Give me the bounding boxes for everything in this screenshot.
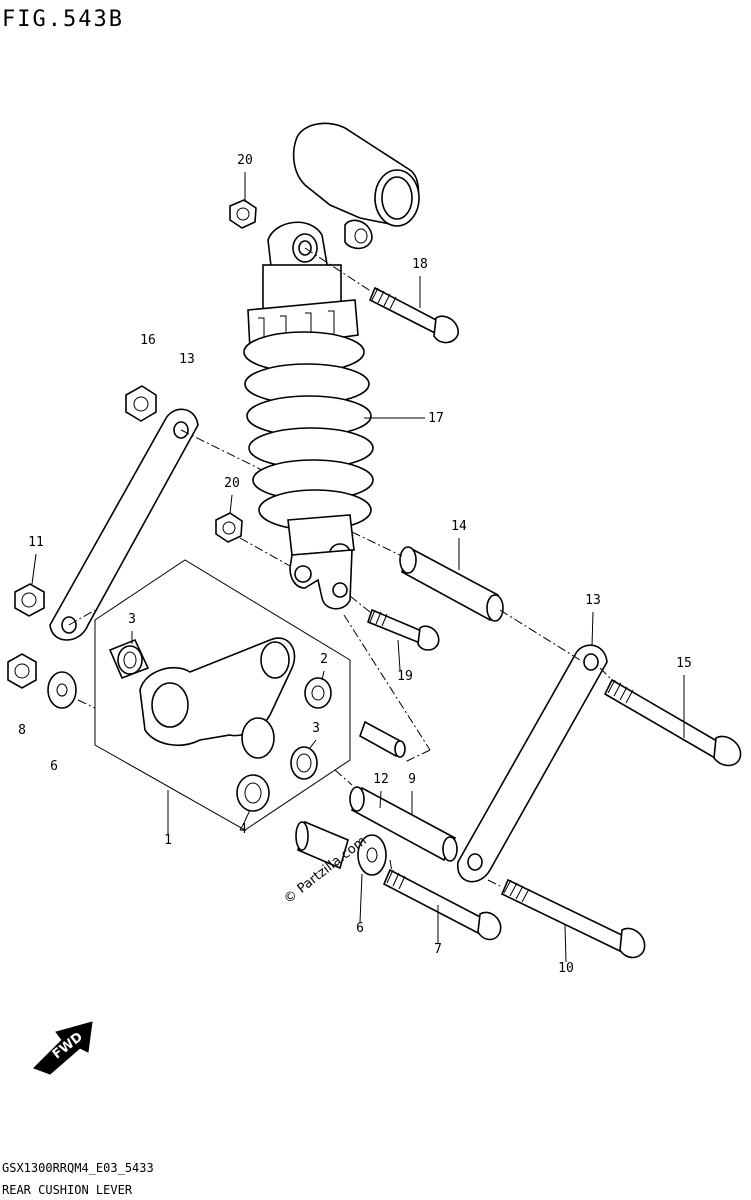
alignment-lines: [68, 247, 613, 887]
callout-3: 3: [128, 612, 136, 627]
callout-20: 20: [224, 476, 240, 491]
bearing-3-upper: [108, 638, 150, 680]
callout-2: 2: [320, 652, 328, 667]
callout-13: 13: [585, 593, 601, 608]
callout-13: 13: [179, 352, 195, 367]
bearing-4: [236, 774, 270, 812]
callout-16: 16: [140, 333, 156, 348]
callout-6: 6: [356, 921, 364, 936]
link-rod-13-left: [49, 408, 199, 641]
callout-6: 6: [50, 759, 58, 774]
bolt-15: [603, 678, 742, 767]
washer-6-right: [357, 834, 387, 876]
callout-3: 3: [312, 721, 320, 736]
callout-19: 19: [397, 669, 413, 684]
callout-17: 17: [428, 411, 444, 426]
model-code: GSX1300RRQM4_E03_5433: [2, 1161, 154, 1175]
coil-spring: [243, 331, 374, 531]
callout-12: 12: [373, 772, 389, 787]
callout-4: 4: [239, 822, 247, 837]
callout-14: 14: [451, 519, 467, 534]
collar-near-6: [295, 820, 349, 870]
bushing-2: [304, 677, 332, 709]
nut-20-upper: [229, 199, 257, 229]
link-rod-13-right: [457, 644, 608, 883]
figure-title: FIG.543B: [2, 7, 124, 32]
callout-20: 20: [237, 153, 253, 168]
callout-18: 18: [412, 257, 428, 272]
callout-15: 15: [676, 656, 692, 671]
nut-11: [14, 583, 45, 617]
spacer-9: [349, 786, 458, 862]
rear-shock-absorber: [243, 122, 420, 610]
nut-20-lower: [215, 512, 243, 543]
callout-11: 11: [28, 535, 44, 550]
leader-lines: [31, 172, 685, 963]
nut-16: [125, 385, 157, 422]
callout-8: 8: [18, 723, 26, 738]
callout-7: 7: [434, 942, 442, 957]
bolt-10: [500, 878, 646, 959]
bolt-19: [367, 608, 440, 651]
cushion-lever-assembly: [94, 559, 351, 831]
callout-9: 9: [408, 772, 416, 787]
nut-8: [7, 653, 37, 689]
bearing-3-lower: [290, 746, 318, 780]
bolt-7: [382, 868, 502, 941]
bolt-18: [368, 286, 459, 344]
spacer-12: [359, 720, 406, 758]
callout-10: 10: [558, 961, 574, 976]
washer-6-left: [47, 671, 77, 709]
spacer-14: [399, 546, 504, 622]
figure-caption: REAR CUSHION LEVER: [2, 1183, 133, 1197]
callout-1: 1: [164, 833, 172, 848]
forward-direction-arrow: FWD: [33, 1021, 93, 1075]
